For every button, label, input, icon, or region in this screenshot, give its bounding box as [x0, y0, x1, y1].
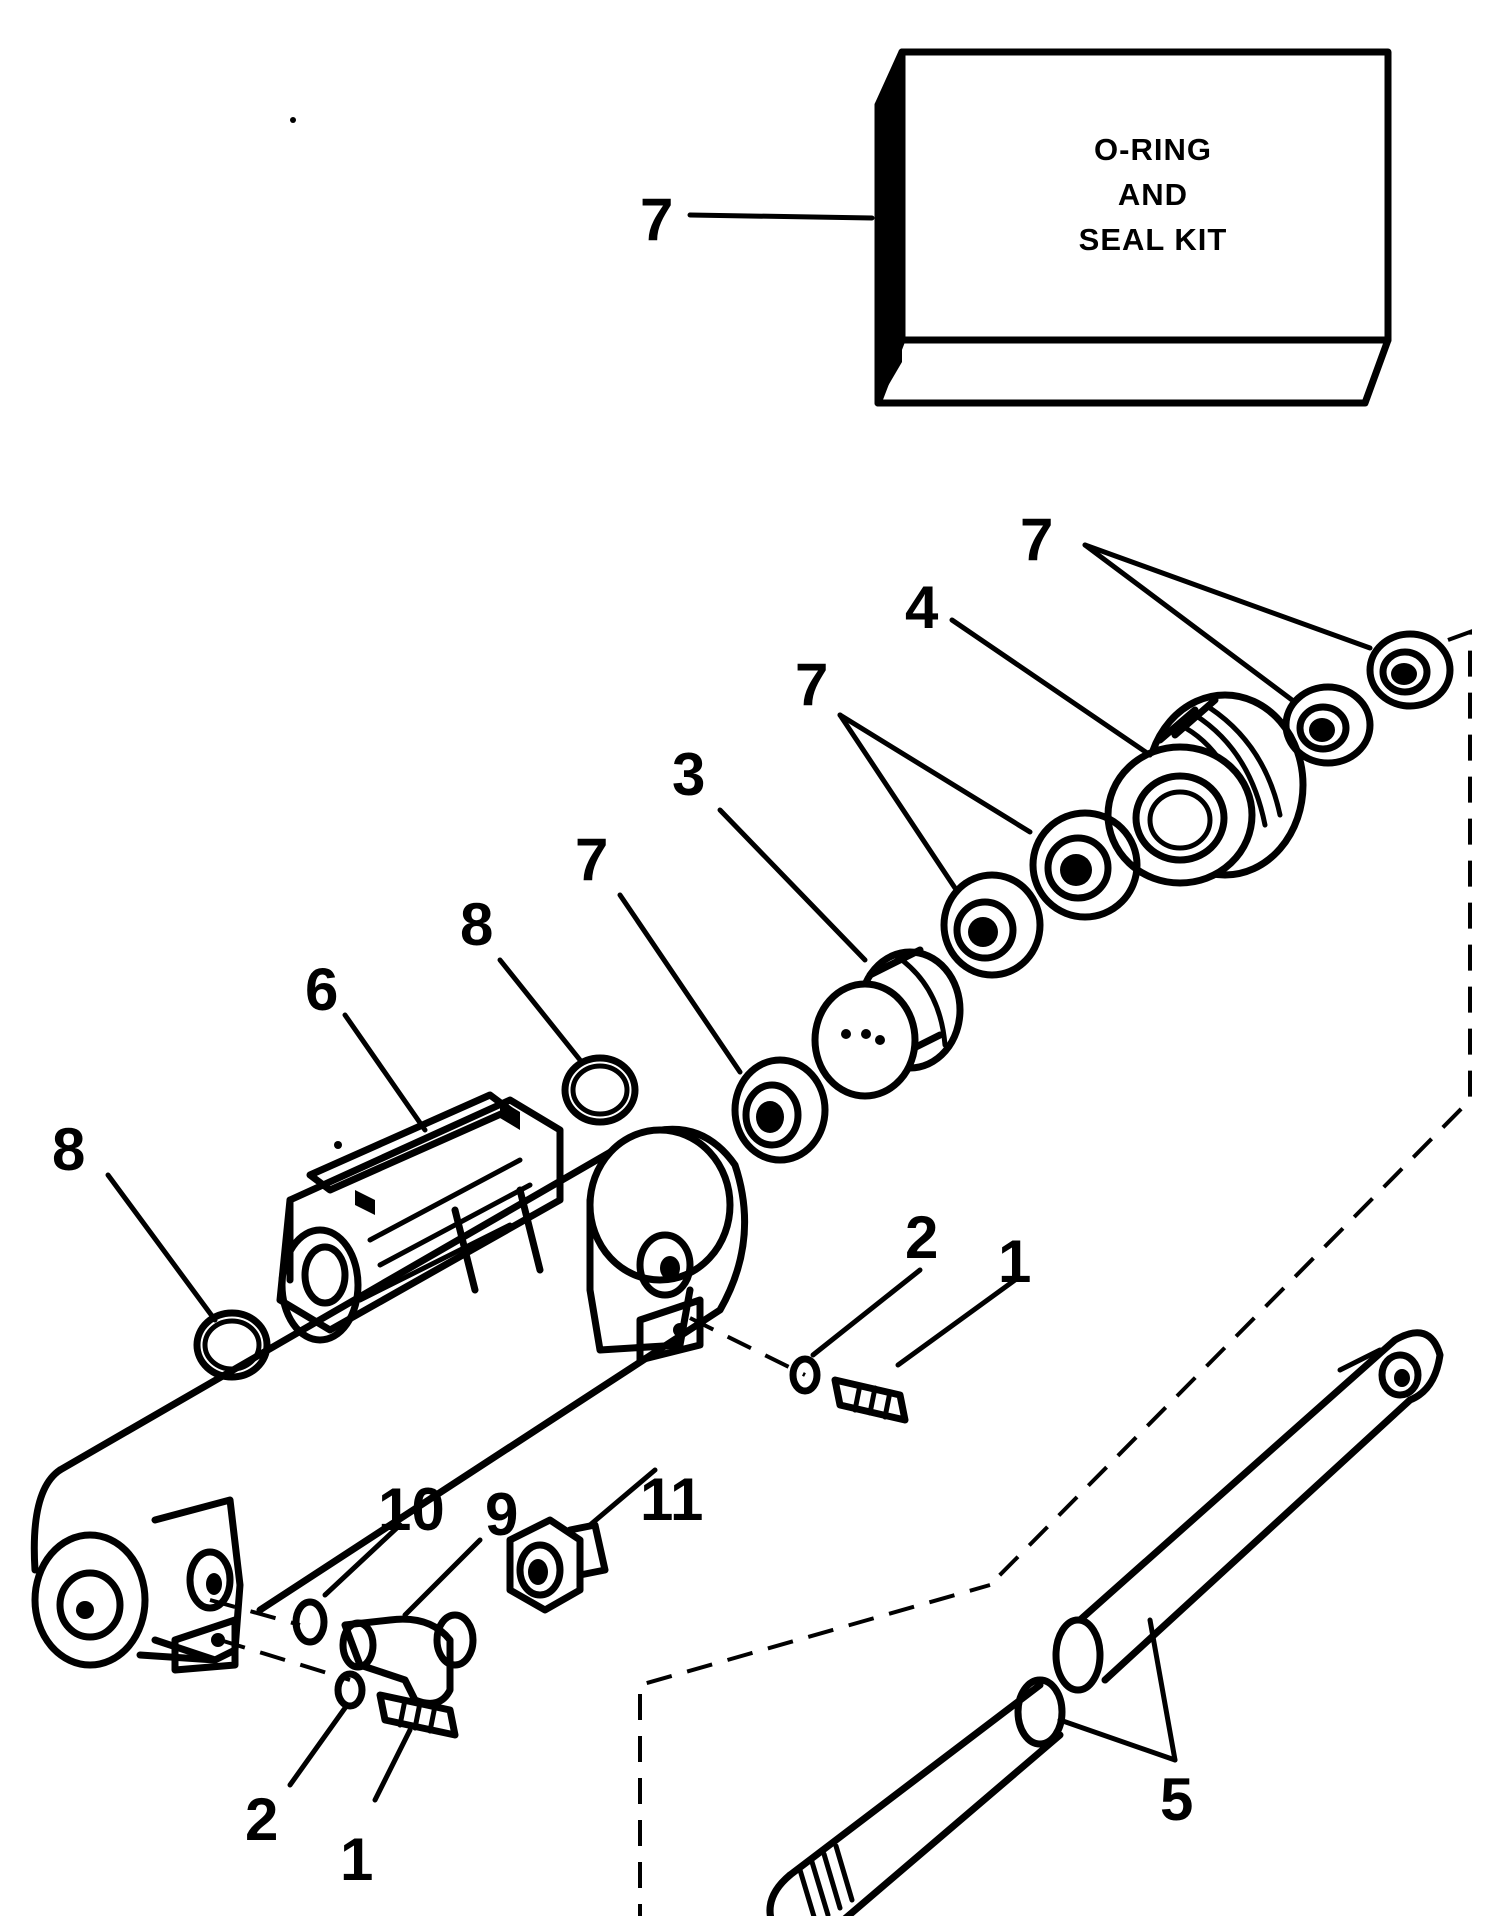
callout-washer-bottom: 2 — [245, 1786, 278, 1853]
kit-label-line2: AND — [1118, 177, 1188, 212]
callout-piston: 3 — [672, 741, 705, 808]
seal-mid-lower — [940, 871, 1044, 979]
callout-oring-upper: 8 — [460, 891, 493, 958]
kit-label-line3: SEAL KIT — [1079, 222, 1228, 257]
kit-label-line1: O-RING — [1094, 132, 1212, 167]
adapter-fitting — [506, 1516, 609, 1614]
seal-mid-upper — [1029, 809, 1141, 921]
seal-near-piston — [731, 1056, 829, 1164]
seal-top-far — [1366, 630, 1454, 710]
manifold-block — [276, 1091, 564, 1344]
callout-seals-mid: 7 — [795, 651, 828, 718]
callout-kit: 7 — [640, 186, 673, 253]
piston-rod — [766, 1329, 1444, 1916]
oring-upper — [561, 1054, 639, 1126]
cylinder-body — [30, 1125, 749, 1674]
callout-seal-top-far: 7 — [1020, 506, 1053, 573]
callout-seal-near-piston: 7 — [575, 826, 608, 893]
gland-nut — [1104, 691, 1307, 887]
callout-fitting-right: 1 — [998, 1228, 1031, 1295]
callout-washer-right: 2 — [905, 1204, 938, 1271]
oring-seal-kit-box: O-RING AND SEAL KIT — [874, 48, 1392, 407]
fitting-bottom — [376, 1691, 459, 1739]
callout-gland: 4 — [905, 574, 939, 641]
callout-rod: 5 — [1160, 1766, 1193, 1833]
callout-washer-10: 10 — [378, 1476, 445, 1543]
washer-bottom — [334, 1670, 366, 1710]
piston — [811, 946, 964, 1100]
callout-adapter: 11 — [640, 1466, 703, 1533]
callout-manifold: 6 — [305, 956, 338, 1023]
callout-oring-left: 8 — [52, 1116, 85, 1183]
callout-fitting-bottom: 1 — [340, 1826, 373, 1893]
washer-right — [789, 1355, 821, 1395]
washer-10 — [292, 1598, 328, 1646]
fitting-right — [831, 1376, 909, 1424]
